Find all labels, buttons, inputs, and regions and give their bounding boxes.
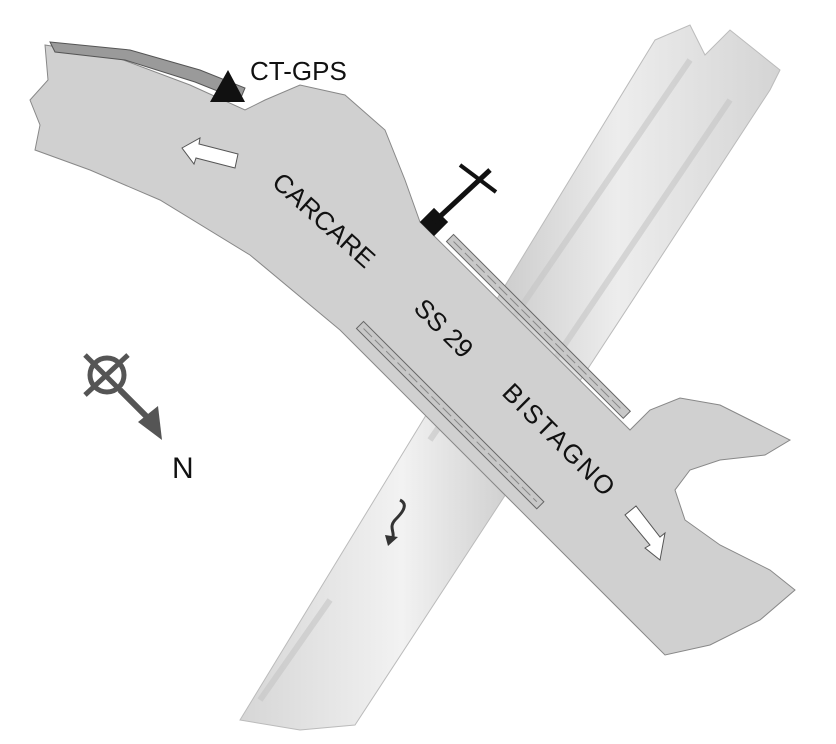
- crucifix-marker-icon: [419, 163, 498, 237]
- direction-arrow-icon: [181, 137, 666, 561]
- gps-station-triangle-icon: [210, 70, 245, 102]
- north-label: N: [172, 452, 194, 485]
- river-flow-arrow-icon: [385, 498, 406, 546]
- bridge-parapets: [355, 233, 632, 510]
- road-ss29: [29, 44, 796, 656]
- gps-station-label: CT-GPS: [250, 56, 347, 86]
- north-compass-icon: [83, 353, 162, 440]
